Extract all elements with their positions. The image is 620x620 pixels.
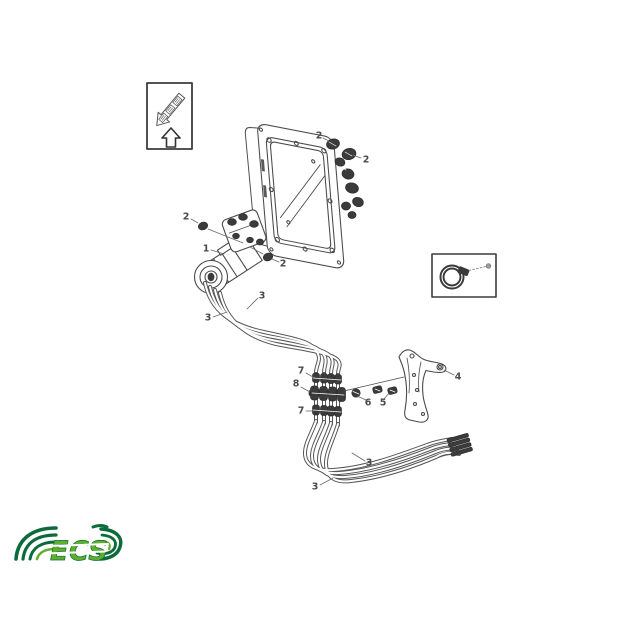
frame-plate [244,123,364,269]
valve-assembly [193,209,274,295]
brand-logo: ECS [14,524,123,567]
hose-bundle-lower [303,419,473,484]
fitting-2-top [326,138,357,161]
up-arrow-icon [161,127,181,148]
leader-lines [190,137,455,486]
frame-fitting-cluster [334,157,364,219]
clamp-stack [308,372,398,417]
hose-end-fittings [446,433,473,457]
orientation-inset [146,82,193,150]
cable-tie-inset [431,253,497,298]
mounting-bracket [343,349,447,423]
hose-bundle-upper [203,281,342,376]
